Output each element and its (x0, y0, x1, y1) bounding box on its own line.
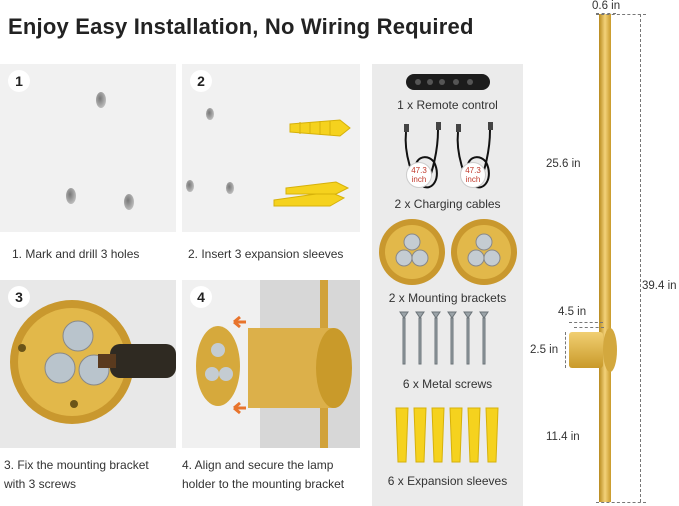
drill-hole (66, 188, 76, 204)
holder-width-line (569, 322, 603, 323)
lamp-holder-assembly-icon (196, 280, 352, 448)
step-4-badge: 4 (190, 286, 212, 308)
cable-length-badge: 47.3 inch (406, 162, 432, 188)
holder-height-line (565, 332, 566, 368)
upper-dim-line (574, 327, 604, 328)
upper-label: 25.6 in (546, 158, 581, 170)
holder-height-label: 2.5 in (530, 344, 559, 356)
step-4-caption: 4. Align and secure the lamp holder to t… (182, 456, 344, 494)
page-title: Enjoy Easy Installation, No Wiring Requi… (8, 14, 474, 39)
expansion-sleeve-icon (395, 407, 499, 463)
step-1-panel: 1 (0, 64, 176, 232)
total-label: 39.4 in (642, 280, 677, 292)
drill-hole (96, 92, 106, 108)
mounting-bracket-drill-icon (10, 300, 176, 424)
step-4-caption-line2: holder to the mounting bracket (182, 477, 345, 491)
width-dim-line (596, 13, 616, 14)
accessories-panel: 1 x Remote control 47.3 inch 47.3 inch 2… (372, 64, 523, 506)
remote-caption: 1 x Remote control (397, 98, 498, 112)
step-3-caption: 3. Fix the mounting bracket with 3 screw… (4, 456, 149, 494)
drill-hole (124, 194, 134, 210)
metal-screw-icon (399, 311, 489, 365)
step-2-badge: 2 (190, 70, 212, 92)
bottom-dim-line (596, 502, 646, 503)
holder-width-label: 4.5 in (558, 306, 587, 318)
brackets-caption: 2 x Mounting brackets (388, 291, 507, 305)
step-1-badge: 1 (8, 70, 30, 92)
screws-caption: 6 x Metal screws (402, 377, 493, 391)
drill-hole (206, 108, 214, 120)
expansion-sleeve-icon (273, 181, 350, 207)
total-dim-line (640, 14, 641, 502)
lamp-holder (569, 332, 603, 368)
width-label: 0.6 in (592, 0, 621, 12)
step-1-caption: 1. Mark and drill 3 holes (12, 247, 140, 261)
lower-label: 11.4 in (546, 431, 580, 443)
step-3-caption-line2: with 3 screws (4, 477, 77, 491)
step-3-panel: 3 (0, 280, 176, 448)
step-4-panel: 4 (182, 280, 360, 448)
cable-length-badge: 47.3 inch (460, 162, 486, 188)
lamp-holder-disc (603, 328, 617, 372)
drill-hole (226, 182, 234, 194)
lamp-rod (599, 14, 611, 502)
sleeves-caption: 6 x Expansion sleeves (387, 474, 508, 488)
mounting-bracket-icon (379, 219, 517, 285)
step-4-caption-line1: 4. Align and secure the lamp (182, 458, 334, 472)
expansion-sleeve-icon (289, 119, 351, 137)
top-dim-line (596, 14, 646, 15)
step-3-caption-line1: 3. Fix the mounting bracket (4, 458, 149, 472)
drill-hole (186, 180, 194, 192)
step-2-caption: 2. Insert 3 expansion sleeves (188, 247, 344, 261)
remote-control-icon (406, 74, 490, 90)
cables-caption: 2 x Charging cables (394, 197, 501, 211)
step-2-panel: 2 (182, 64, 360, 232)
step-3-badge: 3 (8, 286, 30, 308)
